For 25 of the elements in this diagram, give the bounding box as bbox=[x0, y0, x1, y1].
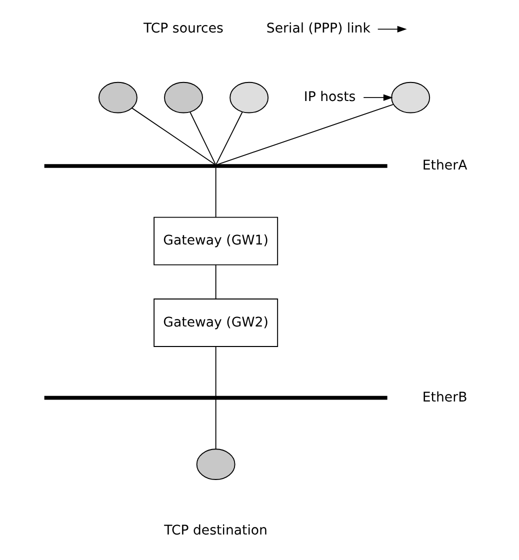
node-ellipse bbox=[196, 448, 235, 480]
node-bar bbox=[44, 396, 387, 400]
node-label: TCP destination bbox=[164, 523, 268, 538]
node-text: IP hosts bbox=[303, 90, 356, 106]
connector bbox=[214, 264, 216, 300]
node-ellipse bbox=[164, 82, 202, 114]
connector bbox=[214, 399, 216, 450]
node-box: Gateway (GW1) bbox=[153, 216, 278, 266]
node-box: Gateway (GW2) bbox=[153, 298, 278, 347]
connector bbox=[214, 346, 216, 397]
arrow bbox=[376, 26, 406, 32]
node-ellipse bbox=[390, 82, 430, 114]
label: TCP sources bbox=[143, 22, 223, 37]
node-ellipse bbox=[98, 82, 137, 114]
node-ellipse bbox=[229, 82, 268, 114]
node-label: EtherB bbox=[422, 390, 467, 406]
connector bbox=[216, 104, 394, 165]
arrow bbox=[362, 94, 392, 101]
node-text: Serial (PPP) link bbox=[266, 22, 370, 37]
node-bar bbox=[44, 164, 387, 168]
connector bbox=[131, 108, 215, 165]
connector bbox=[214, 167, 216, 218]
node-label: EtherA bbox=[422, 158, 467, 174]
connector bbox=[215, 112, 242, 165]
connector bbox=[189, 112, 216, 165]
